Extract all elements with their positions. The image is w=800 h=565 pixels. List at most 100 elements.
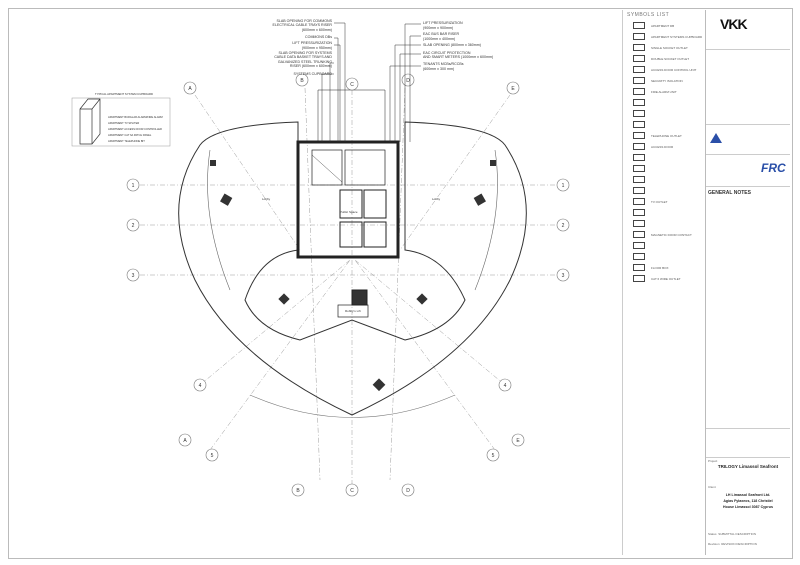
grid-label: 1 bbox=[132, 183, 135, 189]
legend-item bbox=[623, 185, 706, 196]
legend-symbol-icon bbox=[633, 198, 645, 205]
grid-bubble bbox=[511, 433, 525, 447]
callouts-left: SLAB OPENING FOR COMMONS ELECTRICAL CABL… bbox=[273, 19, 333, 76]
status-field: Status SUBMITTAL DESCRIPTION bbox=[708, 532, 756, 536]
legend-item: APARTMENT DB bbox=[623, 20, 706, 31]
grid-label: 5 bbox=[211, 453, 214, 459]
legend-item: APARTMENT SYSTEMS CUPBOARD bbox=[623, 31, 706, 42]
room-label: Lobby bbox=[262, 197, 271, 201]
callout-text: AND SMART METERS (1000mm x 600mm) bbox=[423, 55, 493, 59]
legend-symbol-icon bbox=[633, 22, 645, 29]
legend-symbol-icon bbox=[633, 275, 645, 282]
legend-label: FLOOR BOX bbox=[651, 265, 669, 270]
legend-item bbox=[623, 152, 706, 163]
revision-value: REVISION DESCRIPTION bbox=[721, 542, 757, 546]
callout-text: (600mm x 300 mm) bbox=[423, 67, 454, 71]
callout-text: LIFT PRESSURIZATION bbox=[423, 21, 463, 25]
room-label: Lobby bbox=[432, 197, 441, 201]
client-label: Client bbox=[708, 485, 716, 489]
callout-text: SLAB OPENING FOR COMMONS bbox=[276, 19, 332, 23]
legend-item bbox=[623, 207, 706, 218]
legend-item: FLOOR BOX bbox=[623, 262, 706, 273]
callout-text: SLAB OPENING (800mm x 360mm) bbox=[423, 43, 481, 47]
mechanical-logo-icon bbox=[710, 133, 722, 143]
legend-symbol-icon bbox=[633, 66, 645, 73]
grid-bubble bbox=[345, 77, 359, 91]
grid-label: B bbox=[296, 488, 300, 494]
legend-title: SYMBOLS LIST bbox=[627, 12, 670, 18]
legend-item bbox=[623, 163, 706, 174]
grid-bubble bbox=[556, 268, 570, 282]
grid-bubble bbox=[498, 378, 512, 392]
callout-text: (900mm x 950mm) bbox=[302, 46, 332, 50]
cupboard-item: APARTMENT CAT 6A PATCH PANEL bbox=[108, 133, 152, 137]
grid-lines bbox=[140, 87, 560, 485]
grid-bubble bbox=[126, 218, 140, 232]
legend-item: TELEPHONE OUTLET bbox=[623, 130, 706, 141]
legend-label: DOUBLE SOCKET OUTLET bbox=[651, 56, 690, 61]
legend-symbol-icon bbox=[633, 55, 645, 62]
project-label: Project bbox=[708, 459, 718, 463]
leader-lines bbox=[321, 22, 421, 142]
grid-label: 3 bbox=[562, 273, 565, 279]
grid-label: 4 bbox=[199, 383, 202, 389]
legend-label: APARTMENT SYSTEMS CUPBOARD bbox=[651, 34, 703, 39]
legend-item: DOUBLE SOCKET OUTLET bbox=[623, 53, 706, 64]
legend-symbol-icon bbox=[633, 33, 645, 40]
legend-symbol-icon bbox=[633, 77, 645, 84]
grid-label: 2 bbox=[132, 223, 135, 229]
title-block: VKK FRC GENERAL NOTES Project TRILOGY Li… bbox=[705, 10, 790, 555]
legend-symbol-icon bbox=[633, 143, 645, 150]
legend-symbol-icon bbox=[633, 209, 645, 216]
callout-text: ELECTRICAL CABLE TRAYS RISER bbox=[273, 23, 333, 27]
cupboard-title: TYPICAL APARTMENT SYSTEM CUPBOARD bbox=[95, 92, 153, 96]
legend-item: MAGNETIC DOOR CONTACT bbox=[623, 229, 706, 240]
legend-item bbox=[623, 174, 706, 185]
grid-label: A bbox=[188, 86, 192, 92]
callout-text: CABLE DATA BASKET TRAYS AND bbox=[274, 55, 332, 59]
typical-cupboard-detail: TYPICAL APARTMENT SYSTEM CUPBOARD APARTM… bbox=[71, 92, 171, 147]
legend-item: ACCESS DOOR CONTROL UNIT bbox=[623, 64, 706, 75]
legend-label: ACCESS DOOR bbox=[651, 144, 674, 149]
legend-symbol-icon bbox=[633, 187, 645, 194]
legend-symbol-icon bbox=[633, 121, 645, 128]
legend-item bbox=[623, 108, 706, 119]
legend-symbol-icon bbox=[633, 132, 645, 139]
callouts-right: LIFT PRESSURIZATION (900mm x 900mm) EAC … bbox=[423, 21, 493, 71]
legend-symbol-icon bbox=[633, 165, 645, 172]
legend-label: TELEPHONE OUTLET bbox=[651, 133, 682, 138]
callout-text: RISER (600mm x 600mm) bbox=[290, 64, 332, 68]
legend-item bbox=[623, 251, 706, 262]
legend-item: SECURITY ISOLATION bbox=[623, 75, 706, 86]
building-core bbox=[296, 89, 400, 318]
architect-cell: VKK bbox=[706, 10, 790, 50]
grid-bubble bbox=[556, 178, 570, 192]
symbols-legend: SYMBOLS LIST APARTMENT DB APARTMENT SYSTE… bbox=[622, 10, 706, 555]
grid-bubble bbox=[205, 448, 219, 462]
revision-field: Revision REVISION DESCRIPTION bbox=[708, 542, 757, 546]
legend-symbol-icon bbox=[633, 99, 645, 106]
callout-text: LIFT PRESSURIZATION bbox=[292, 41, 332, 45]
legend-symbol-icon bbox=[633, 231, 645, 238]
general-notes-title: GENERAL NOTES bbox=[708, 190, 751, 196]
room-label: Robby's Lift bbox=[345, 309, 361, 313]
mep-logo: FRC bbox=[761, 161, 786, 175]
legend-item bbox=[623, 218, 706, 229]
callout-text: (600mm x 600mm) bbox=[302, 28, 332, 32]
room-labels: Lobby Public Space Lobby Robby's Lift bbox=[262, 197, 441, 313]
callout-text: TENANTS MCBs/RCCBs bbox=[423, 62, 464, 66]
legend-label: TV OUTLET bbox=[651, 199, 668, 204]
grid-bubble bbox=[401, 483, 415, 497]
grid-bubble bbox=[183, 81, 197, 95]
grid-bubble bbox=[126, 268, 140, 282]
legend-item: TV OUTLET bbox=[623, 196, 706, 207]
legend-symbol-icon bbox=[633, 88, 645, 95]
legend-label: SECURITY ISOLATION bbox=[651, 78, 683, 83]
callout-text: EAC CIRCUIT PROTECTION bbox=[423, 51, 471, 55]
room-label: Public Space bbox=[340, 210, 358, 214]
legend-label: ACCESS DOOR CONTROL UNIT bbox=[651, 67, 697, 72]
cupboard-item: APARTMENT BURGLAR ALARM/FIRE ALARM bbox=[108, 115, 163, 119]
grid-bubble bbox=[506, 81, 520, 95]
callout-text: EAC BUS BAR RISER bbox=[423, 32, 460, 36]
